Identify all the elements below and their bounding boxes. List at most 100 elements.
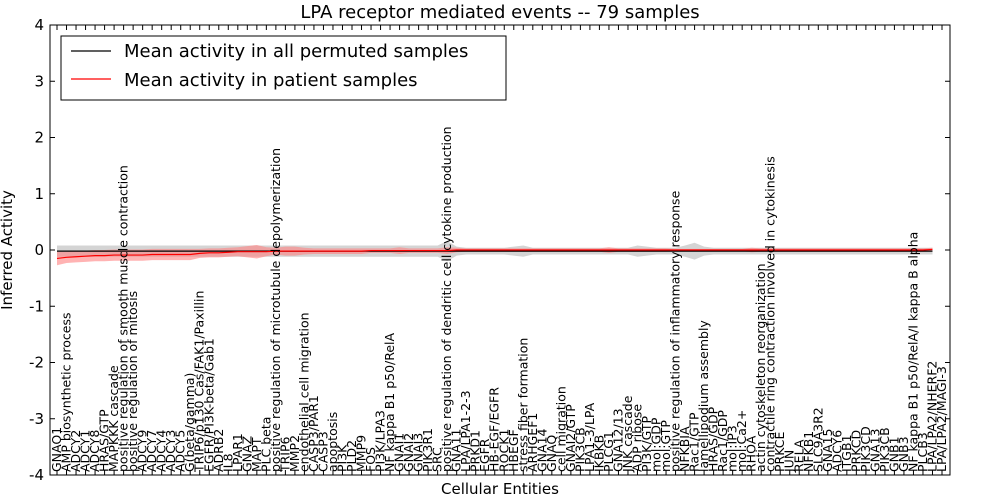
category-label: GNA13 <box>867 429 882 473</box>
category-label: PRKD1 <box>468 430 483 472</box>
category-label: MAPT <box>249 437 264 472</box>
x-axis-label: Cellular Entities <box>441 480 559 498</box>
y-tick-label: 1 <box>34 185 44 203</box>
category-label: positive regulation of microtubule depol… <box>268 148 283 472</box>
category-label: ADCY7 <box>144 430 159 472</box>
category-label: ADCY5 <box>173 430 188 472</box>
y-tick-label: -4 <box>29 466 44 484</box>
category-label: positive regulation of smooth muscle con… <box>116 165 131 472</box>
y-tick-label: 0 <box>34 241 44 259</box>
category-label: PRKCD <box>848 430 863 472</box>
confidence-bands <box>57 241 933 266</box>
category-label: JUN <box>782 450 797 473</box>
category-label: ADP ribose <box>629 404 644 472</box>
category-label: IL8 <box>220 453 235 472</box>
category-label: GNAI3 <box>411 433 426 472</box>
category-label: PIK3CB <box>572 427 587 472</box>
category-label: LPA1-3/LPA <box>582 402 597 472</box>
category-label: PI3K/LPA3 <box>373 410 388 472</box>
y-tick-label: -1 <box>29 297 44 315</box>
legend-label-patient: Mean activity in patient samples <box>124 70 418 91</box>
category-label: PLCB3 <box>915 432 930 472</box>
category-label: IKBKB <box>591 435 606 472</box>
category-label: contractile ring contraction involved in… <box>763 156 778 472</box>
category-label: PLC beta <box>258 417 273 472</box>
legend-label-permuted: Mean activity in all permuted samples <box>124 41 468 62</box>
category-label: PRKCE <box>772 432 787 472</box>
y-tick-label: -3 <box>29 410 44 428</box>
category-label: FOS <box>363 447 378 472</box>
category-label: PI3K/GTP <box>639 416 654 472</box>
y-tick-label: 4 <box>34 16 44 34</box>
category-label: GNA15 <box>820 429 835 473</box>
category-label: GNAQ <box>544 435 559 472</box>
category-label: NF kappa B1 p50/RelA/I kappa B alpha <box>905 232 920 472</box>
category-label: CASP3/PAR1 <box>306 395 321 472</box>
category-label: G(beta/gamma) <box>182 373 197 472</box>
category-label: ADCY9 <box>135 430 150 472</box>
category-label: Rac1/GTP <box>687 412 702 472</box>
category-label: LPA/LPA2/MAGI-3 <box>934 366 949 472</box>
y-tick-label: 3 <box>34 72 44 90</box>
category-label: GNAI1 <box>392 433 407 472</box>
category-label: HRAS/GDP <box>706 406 721 472</box>
category-label: PLCG1 <box>601 431 616 472</box>
category-label: MMP2 <box>287 435 302 472</box>
y-tick-label: 2 <box>34 129 44 147</box>
category-label: ARHGEF1 <box>525 413 540 472</box>
category-label: HB-EGF/EGFR <box>487 387 502 472</box>
category-label: LPA/LPA2/NHERF2 <box>924 361 939 472</box>
category-label: mol:GTP <box>658 420 673 472</box>
category-label: GNA12/13 <box>610 408 625 472</box>
y-tick-label: -2 <box>29 354 44 372</box>
category-label: NFKB1 <box>801 431 816 472</box>
plot-frame <box>49 24 951 476</box>
category-label: lamellipodium assembly <box>696 320 711 472</box>
category-label: apoptosis <box>325 412 340 472</box>
category-label: ADCY8 <box>87 430 102 472</box>
category-label: ADCY2 <box>68 430 83 472</box>
category-label: GNAI2/GTP <box>563 404 578 472</box>
category-label: endothelial cell migration <box>296 312 311 472</box>
category-label: GNB3 <box>896 436 911 472</box>
category-label: ADRB2 <box>211 429 226 472</box>
category-label: AMP biosynthetic process <box>59 312 74 472</box>
category-label: GNA14 <box>534 428 549 472</box>
chart-title: LPA receptor mediated events -- 79 sampl… <box>300 2 699 23</box>
category-label: RELA <box>791 439 806 472</box>
category-label: LPA/LPA1-2-3 <box>458 390 473 472</box>
category-label: cell migration <box>553 386 568 472</box>
category-label: PIK3R1 <box>420 428 435 472</box>
category-label: PIK3CB <box>877 427 892 472</box>
category-label: PIK3CD <box>858 426 873 472</box>
category-label: RHOA <box>744 435 759 472</box>
category-label: GNAO1 <box>49 427 64 472</box>
legend-box <box>60 35 507 101</box>
category-label: MMP9 <box>354 435 369 472</box>
category-label: HRAS/GTP <box>97 409 112 472</box>
category-label: stress fiber formation <box>515 338 530 472</box>
category-label: GNAZ <box>239 436 254 472</box>
category-label: mol:Ca2+ <box>734 410 749 472</box>
category-label: PI3K <box>334 444 349 472</box>
category-label: ITGB1 <box>839 434 854 472</box>
category-label: ADCY1 <box>78 430 93 472</box>
category-label: SLC9A3R2 <box>810 407 825 472</box>
category-label: TRIP6/p130 Cas/FAK1/Paxillin <box>192 291 207 473</box>
category-label: EGFR <box>477 438 492 472</box>
category-label: NFKBIA <box>677 426 692 472</box>
category-label: mol:IP3 <box>725 425 740 472</box>
category-label: ADCY6 <box>829 430 844 472</box>
category-label: ADCY3 <box>163 430 178 472</box>
category-label: Rac1/GDP <box>715 410 730 472</box>
category-label: TRIP6 <box>277 436 292 473</box>
x-ticks <box>56 25 943 475</box>
category-label: HBEGF <box>506 429 521 472</box>
y-ticks: -4 -3 -2 -1 0 1 2 3 4 <box>29 16 950 484</box>
category-label: LPAR1 <box>230 433 245 472</box>
line-patient <box>56 248 933 260</box>
category-label: positive regulation of mitosis <box>125 291 140 472</box>
category-label: actin cytoskeleton reorganization <box>753 263 768 472</box>
